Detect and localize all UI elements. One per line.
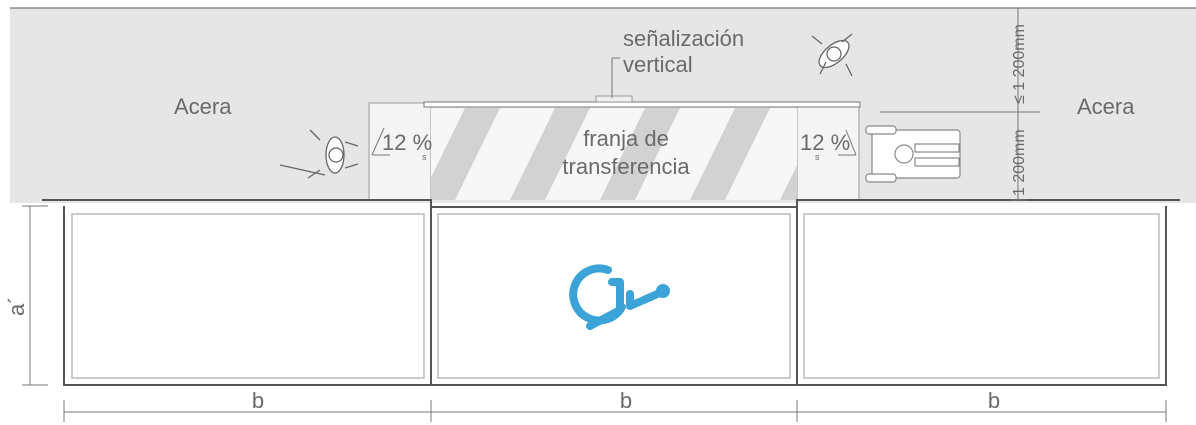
left-ramp-slope: 12 % [382,130,432,155]
stall-left [71,213,425,379]
right-ramp-slash [845,129,857,156]
transfer-strip [431,108,797,200]
dimension-right-side: 1 200mm [1011,129,1028,196]
sidewalk-right-label: Acera [1077,94,1135,119]
accessible-parking-icon [569,264,670,330]
dimension-width-center: b [620,388,632,413]
sidewalk-left-label: Acera [174,94,232,119]
stall-center [437,213,791,379]
depth-dimension-line [22,205,48,386]
signage-top-bar [423,101,861,108]
pedestrian-icon [279,129,359,179]
right-ramp-mark: s [815,152,820,162]
curb-outline [42,199,1180,208]
stall-right [803,213,1160,379]
parking-outer-boundary [63,206,1167,386]
dimension-depth: a´ [4,296,29,316]
dimension-top-right: ≤ 1 200mm [1011,24,1028,104]
transfer-strip-label-line2: transferencia [562,154,690,179]
left-ramp [368,102,432,201]
wheelchair-user-icon [865,125,961,183]
dimension-width-right: b [988,388,1000,413]
dimension-width-left: b [252,388,264,413]
pedestrian-icon [811,33,853,77]
signage-label-line1: señalización [623,26,744,51]
left-ramp-mark: s [422,152,427,162]
signage-post-base [595,95,633,103]
right-ramp-slope: 12 % [800,130,850,155]
left-ramp-slash [371,127,385,156]
width-dimension-lines [63,400,1167,422]
signage-label-line2: vertical [623,52,693,77]
transfer-strip-label-line1: franja de [583,126,669,151]
right-dimension-lines [880,7,1040,201]
